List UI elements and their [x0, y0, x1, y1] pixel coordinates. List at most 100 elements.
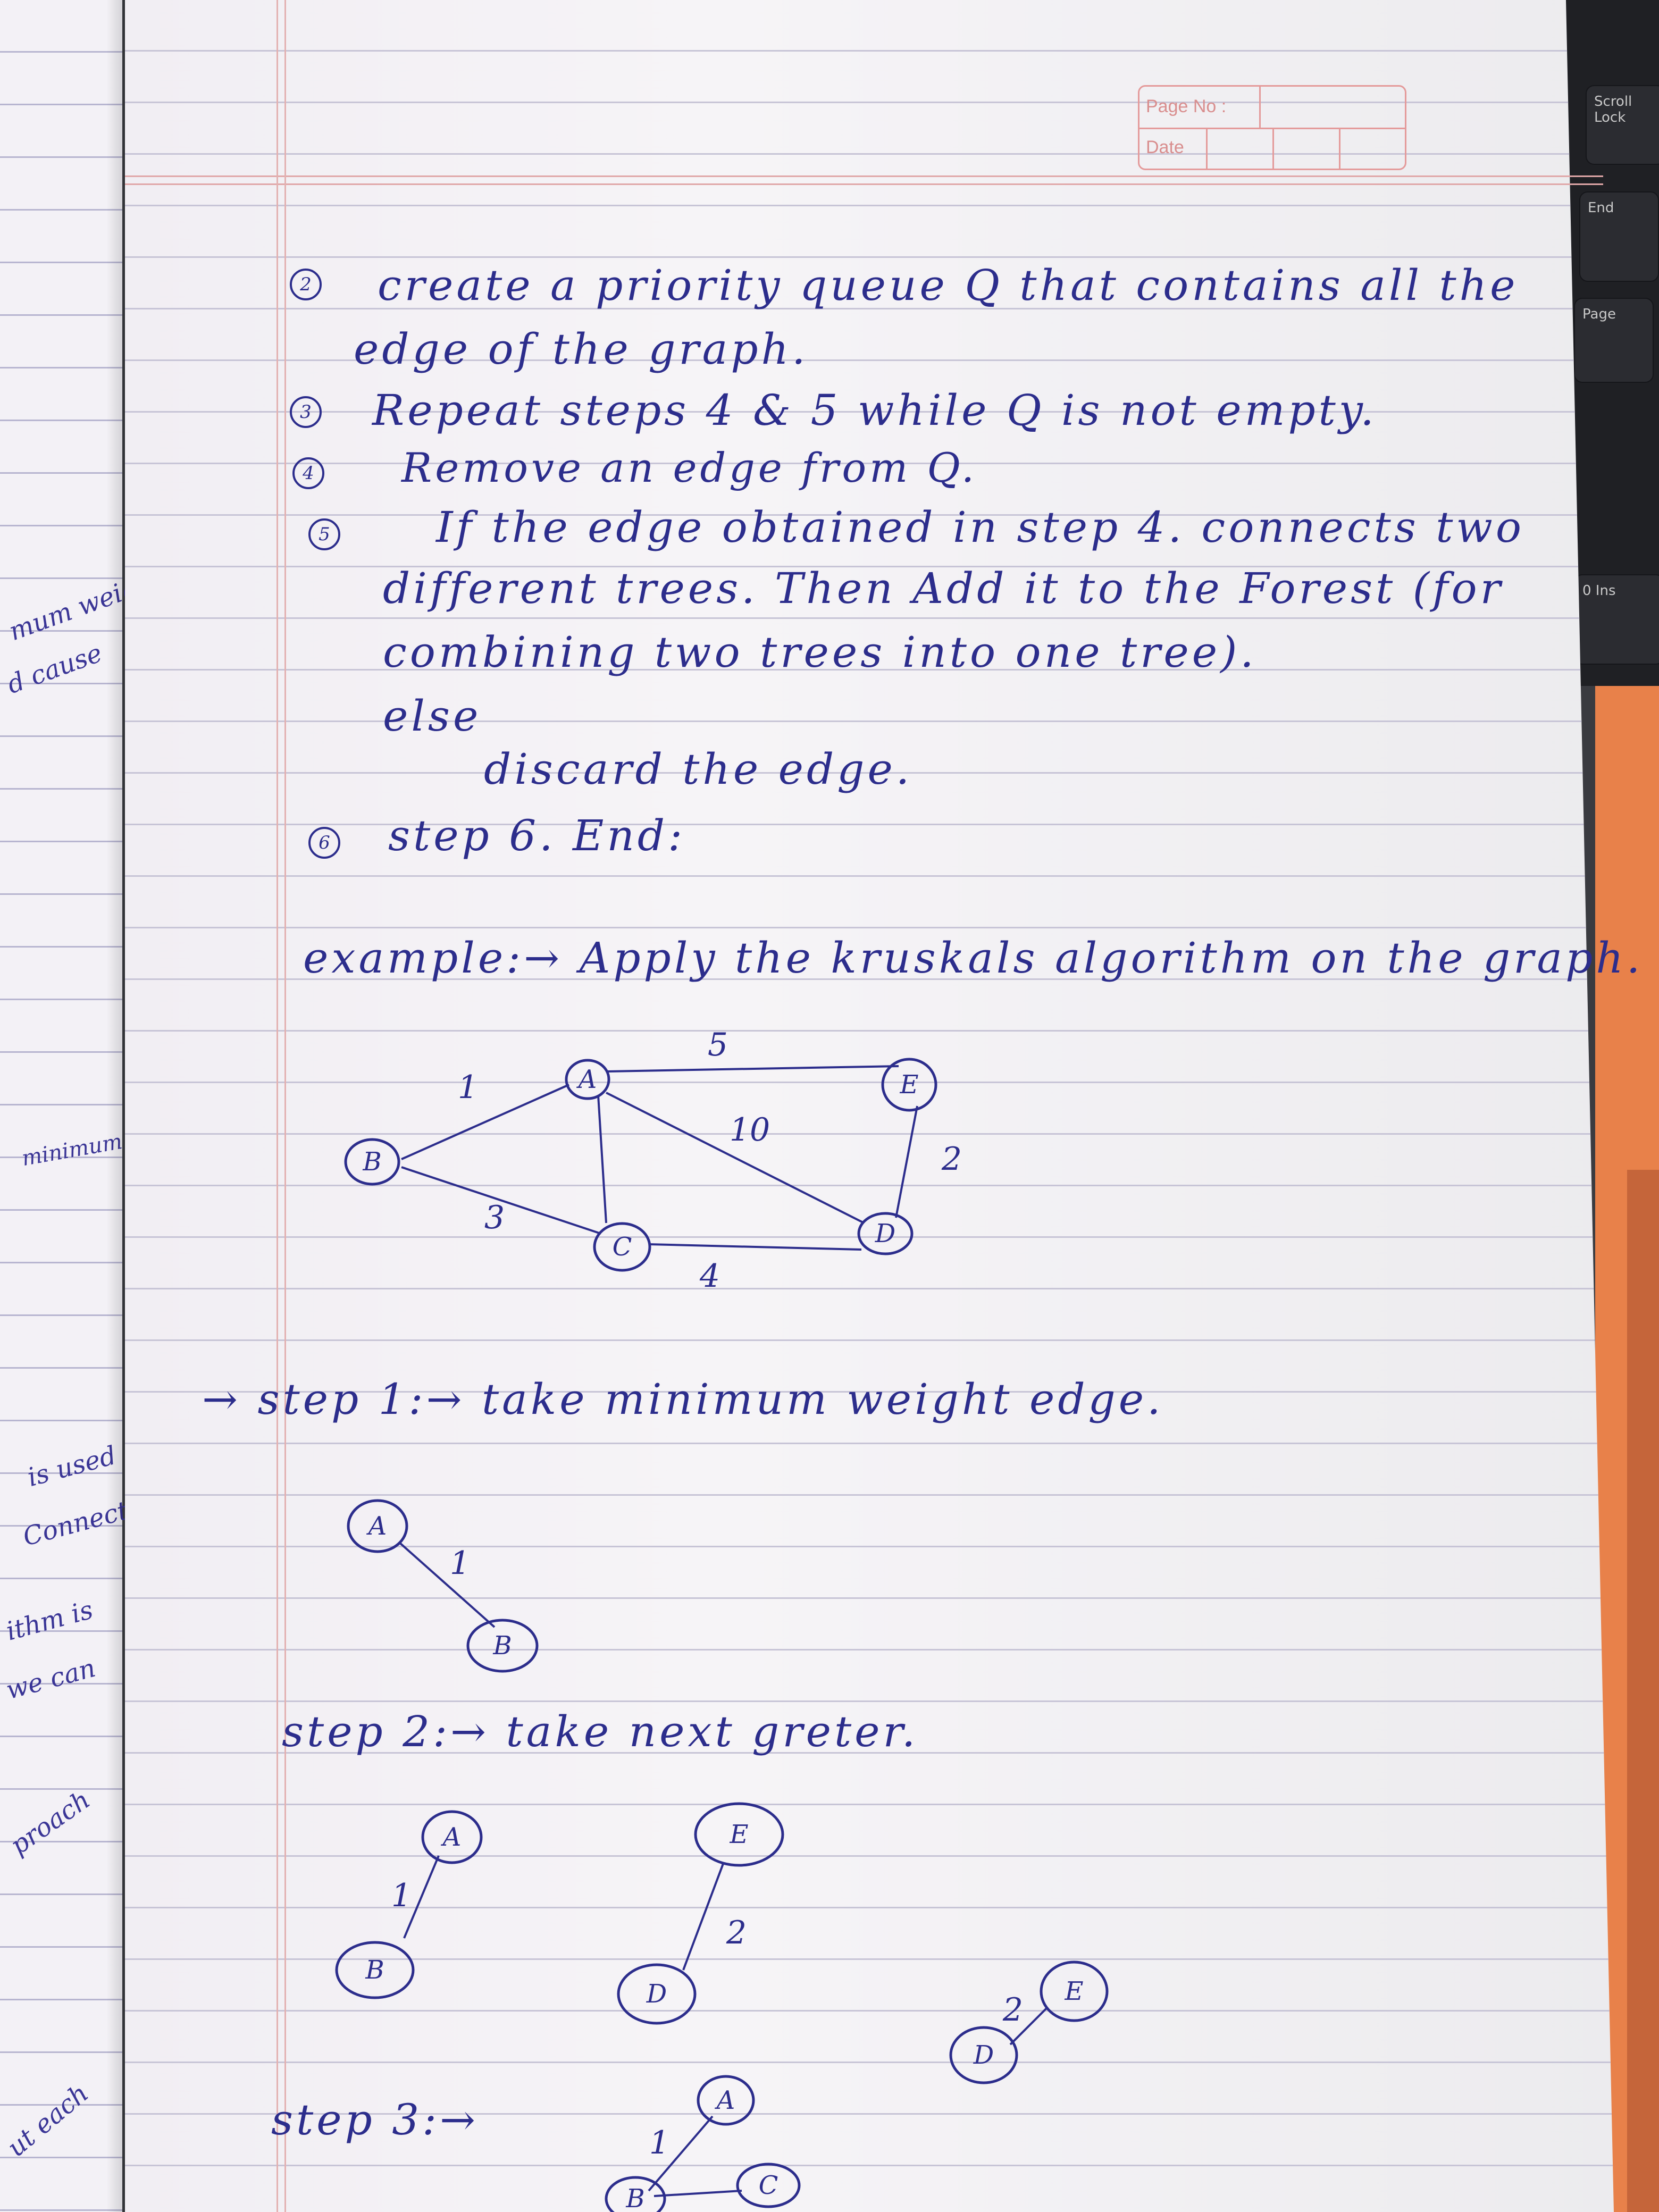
edge-weight: 1	[391, 1877, 412, 1914]
keyboard-key: Scroll Lock	[1586, 85, 1659, 165]
notebook-page	[125, 0, 1614, 2212]
keyboard-background: Scroll Lock End Page 0 Ins	[1553, 0, 1659, 686]
handwritten-line: Remove an edge from Q.	[401, 444, 978, 491]
example-heading: example:→ Apply the kruskals algorithm o…	[303, 933, 1644, 983]
node-label: A	[366, 1511, 387, 1541]
node-label: C	[759, 2171, 778, 2200]
edge-weight: 10	[730, 1111, 770, 1149]
handwritten-line: Repeat steps 4 & 5 while Q is not empty.	[372, 386, 1377, 435]
node-a	[347, 1499, 408, 1553]
box-divider	[1339, 128, 1340, 169]
edge-weight: 3	[484, 1199, 505, 1236]
node-label: E	[729, 1820, 748, 1849]
node-label: B	[492, 1631, 512, 1661]
edge-a-b	[398, 1541, 496, 1628]
node-label: C	[613, 1232, 632, 1262]
step1-graph: A B 1	[347, 1499, 539, 1673]
box-divider	[1259, 87, 1261, 128]
node-d	[949, 2026, 1018, 2084]
left-notebook-page: mum weight d cause minimum is used Conne…	[0, 0, 166, 2212]
node-a	[697, 2075, 755, 2126]
edge-d-e	[1009, 2006, 1049, 2046]
step2-graph: A B 1 E D 2 D E 2	[335, 1802, 1109, 2084]
handwritten-line: If the edge obtained in step 4. connects…	[436, 502, 1525, 552]
edge-weight: 2	[941, 1141, 962, 1178]
node-c	[736, 2163, 801, 2208]
step-number-circle: 3	[290, 396, 322, 428]
node-label: A	[576, 1065, 597, 1094]
node-b	[605, 2176, 666, 2212]
edge-weight: 1	[649, 2124, 669, 2161]
node-label: A	[441, 1822, 462, 1852]
handwritten-line: step 6. End:	[388, 811, 686, 860]
edge-weight: 5	[708, 1026, 728, 1063]
node-b	[466, 1619, 539, 1673]
node-e	[881, 1058, 937, 1112]
edge-a-b	[648, 2115, 714, 2192]
example-graph: A B C D E 1 5 10 2 3 4	[344, 1026, 962, 1295]
node-label: D	[646, 1979, 667, 2009]
edge-e-d	[682, 1863, 724, 1971]
step3-heading: step 3:→	[271, 2095, 479, 2144]
node-d	[617, 1963, 697, 2025]
edge-b-c	[653, 2190, 742, 2197]
node-e	[694, 1802, 784, 1867]
handwritten-line: discard the edge.	[484, 744, 913, 794]
handwritten-line: combining two trees into one tree).	[383, 627, 1257, 677]
edge-e-d	[895, 1105, 918, 1218]
box-divider	[1206, 128, 1208, 169]
date-row: Date	[1139, 128, 1405, 169]
step1-heading: → step 1:→ take minimum weight edge.	[202, 1375, 1164, 1424]
node-label: A	[715, 2085, 735, 2115]
step-number-circle: 6	[308, 827, 340, 859]
edge-b-a	[401, 1084, 569, 1160]
node-b	[335, 1941, 415, 1999]
edge-a-e	[606, 1065, 899, 1073]
date-label: Date	[1146, 137, 1184, 157]
step-number-circle: 2	[290, 269, 322, 300]
margin-line	[284, 0, 286, 2212]
edge-weight: 4	[699, 1258, 720, 1295]
edge-weight: 2	[1002, 1991, 1023, 2029]
page-number-box: Page No : Date	[1138, 85, 1406, 170]
box-divider	[1272, 128, 1274, 169]
node-b	[344, 1138, 400, 1186]
step-number-circle: 5	[308, 518, 340, 550]
page-no-label: Page No :	[1146, 96, 1227, 116]
step2-heading: step 2:→ take next greter.	[282, 1707, 919, 1756]
edge-weight: 1	[450, 1545, 470, 1582]
node-c	[593, 1222, 651, 1272]
desk-edge	[1627, 1170, 1659, 2212]
edge-a-d	[606, 1092, 865, 1224]
edge-a-c	[597, 1095, 607, 1224]
handwritten-line: create a priority queue Q that contains …	[378, 261, 1519, 310]
node-label: B	[625, 2184, 644, 2212]
node-a	[565, 1059, 610, 1100]
margin-line	[125, 175, 1603, 177]
margin-line	[276, 0, 278, 2212]
keyboard-key: Page	[1574, 298, 1654, 383]
node-a	[421, 1810, 483, 1864]
step-number-circle: 4	[292, 457, 324, 489]
edge-c-d	[648, 1243, 862, 1251]
edge-a-b	[403, 1855, 440, 1939]
edge-weight: 1	[458, 1069, 478, 1106]
handwritten-line: edge of the graph.	[354, 324, 809, 374]
node-label: D	[973, 2040, 994, 2070]
keyboard-key: End	[1579, 191, 1659, 282]
handwritten-line: different trees. Then Add it to the Fore…	[383, 564, 1504, 613]
edge-b-c	[401, 1166, 601, 1235]
page-no-row: Page No :	[1139, 87, 1405, 129]
node-d	[857, 1212, 914, 1255]
handwritten-line: else	[383, 691, 482, 741]
node-label: E	[1064, 1976, 1083, 2006]
edge-weight: 2	[726, 1914, 747, 1951]
node-e	[1040, 1960, 1109, 2022]
step3-graph: A B C 1	[605, 2075, 801, 2212]
node-label: E	[899, 1070, 918, 1100]
node-label: B	[362, 1147, 381, 1177]
node-label: D	[875, 1219, 895, 1249]
node-label: B	[365, 1955, 384, 1985]
margin-line	[125, 183, 1603, 185]
